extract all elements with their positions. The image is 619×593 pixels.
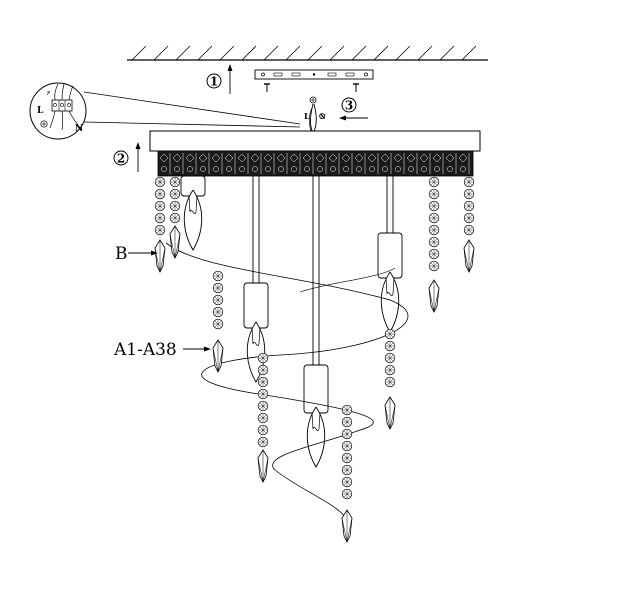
crystal-strand-a-2 [257,352,269,483]
crystal-strands [154,176,475,543]
arrow-left-icon [339,115,346,121]
step-1-marker: 1 [206,64,233,94]
lamp-3 [303,176,329,468]
canopy-plate [149,130,481,152]
lamp-holder [377,232,403,279]
terminal-callout: L N [29,82,301,140]
lamps [180,175,403,468]
live-label: L [37,106,44,116]
crystal-band [157,150,474,177]
crystal-strand-a-3 [341,404,353,543]
neutral-label-small: N [320,114,326,121]
crystal-strand-a-1 [212,270,224,373]
ceiling [127,45,488,61]
arrow-up-icon [135,142,141,149]
step-1-number: 1 [210,75,218,89]
label-a-text: A1-A38 [113,340,177,360]
crystal-strand-right-2 [463,176,475,273]
crystal-strand-b-inner [169,176,181,259]
arrow-right-icon [204,346,211,352]
crystal-strand-b-left [154,176,166,273]
lamp-1 [180,175,206,251]
screw-icon [353,83,359,92]
step-2-number: 2 [117,152,125,166]
label-a1-a38: A1-A38 [113,340,211,360]
crystal-strand-right-1 [428,176,440,313]
step-3-marker: 3 [339,97,368,121]
spiral-wire [165,242,409,521]
arrow-right-icon [151,250,158,256]
arrow-up-icon [227,64,233,71]
label-b: B [115,244,158,264]
mounting-bracket [254,69,374,92]
label-b-text: B [115,244,128,264]
screw-icon [264,83,270,92]
live-label-small: L [304,111,310,121]
terminal-block-icon [46,83,79,131]
crystal-strand-a-4 [384,328,396,430]
lamp-2 [243,176,269,383]
step-2-marker: 2 [113,142,141,172]
lamp-holder [303,364,329,414]
supply-wires: L N [304,96,326,132]
lamp-4 [377,176,403,333]
ground-icon [40,120,48,128]
step-3-number: 3 [345,99,353,113]
neutral-label: N [75,124,83,134]
lamp-holder [243,282,269,329]
